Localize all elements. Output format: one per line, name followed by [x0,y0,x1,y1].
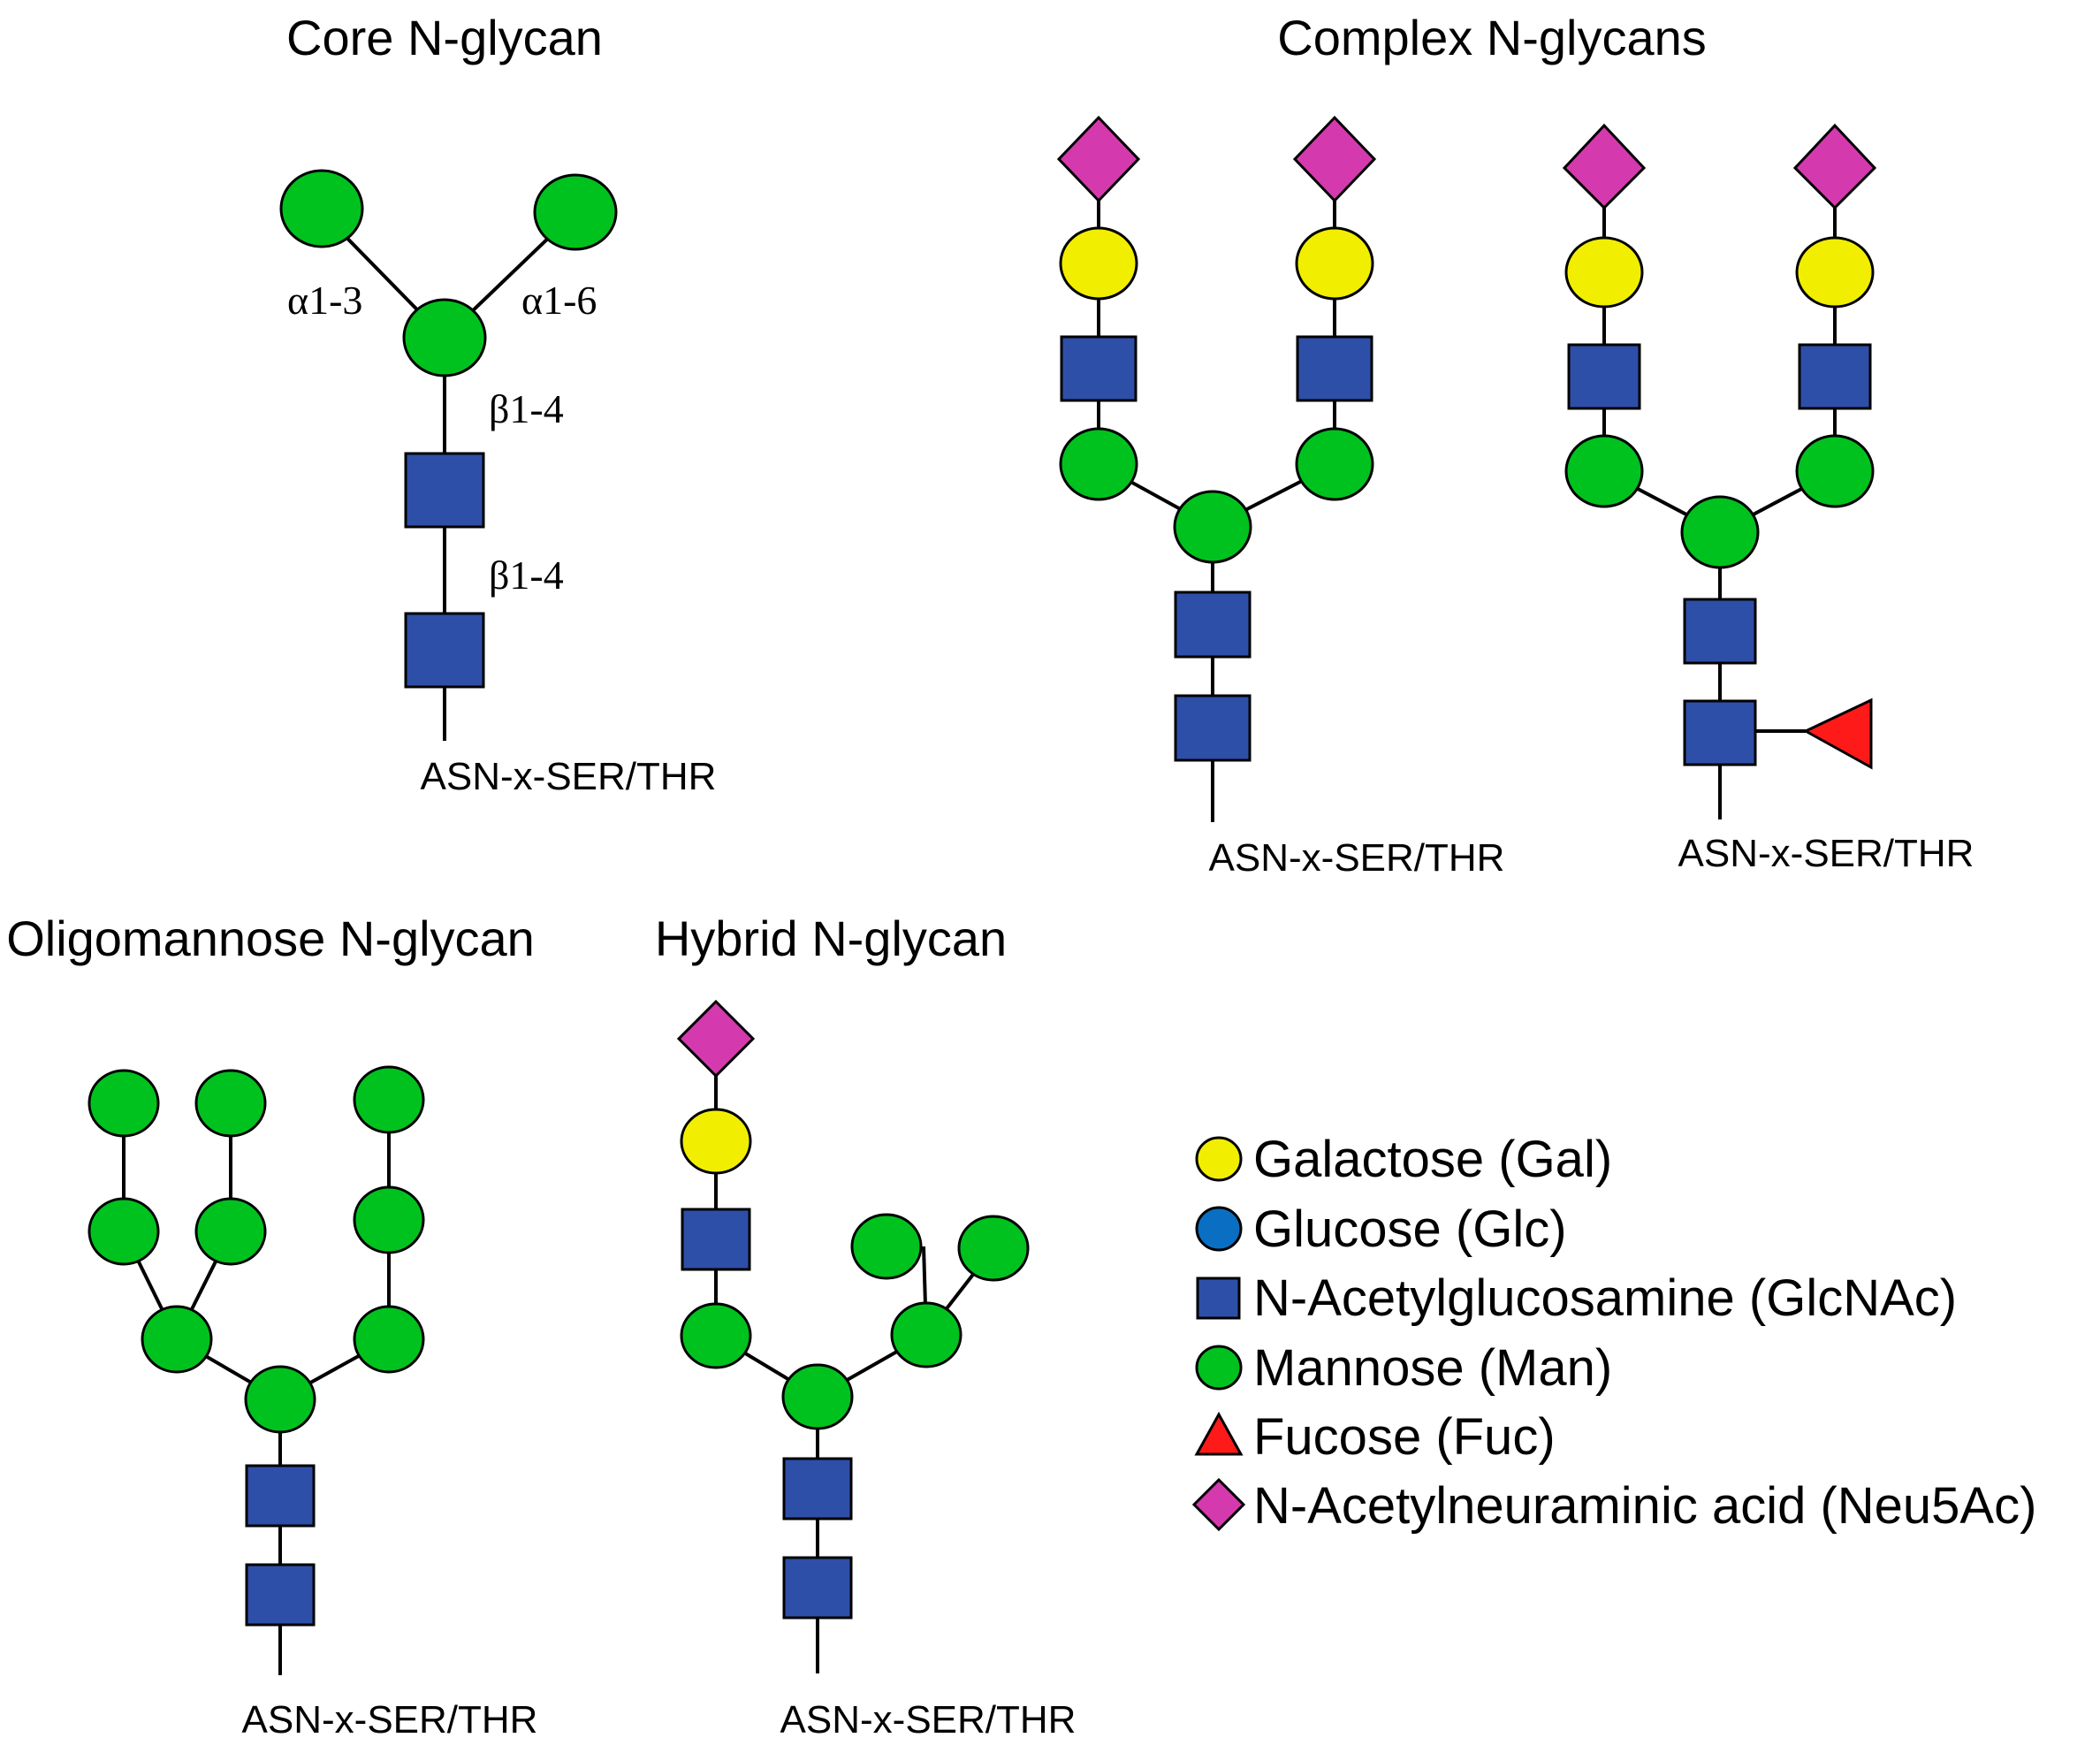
neu5ac-icon [1292,115,1377,203]
green-circle-icon [1195,1345,1243,1391]
oligomannose-title: Oligomannose N-glycan [6,911,535,966]
glcnac-icon [404,452,485,529]
mannose-icon [244,1365,316,1434]
glcnac-icon [1174,591,1252,659]
mannose-icon [533,173,618,251]
legend-label: Mannose (Man) [1253,1339,1612,1397]
glcnac-icon [245,1464,316,1528]
galactose-icon [1295,226,1374,301]
mannose-icon [194,1197,267,1266]
site-label: ASN-x-SER/THR [242,1698,538,1742]
legend-item: Fucose (Fuc) [1194,1408,1556,1466]
mannose-icon [890,1301,962,1368]
neu5ac-icon [1056,115,1141,203]
blue-square-icon [1196,1277,1241,1320]
mannose-icon [194,1069,267,1138]
mannose-icon [850,1213,923,1280]
red-triangle-icon [1194,1411,1244,1456]
neu5ac-icon [676,999,756,1078]
mannose-icon [141,1305,213,1374]
glcnac-icon [404,612,485,689]
mannose-icon [353,1305,425,1374]
mannose-icon [1059,427,1138,501]
glcnac-icon [1683,699,1757,766]
beta1-4-label: β1-4 [489,553,564,598]
glcnac-icon [681,1208,751,1271]
legend-label: Fucose (Fuc) [1253,1408,1556,1466]
legend-item: N-Acetylglucosamine (GlcNAc) [1196,1269,1957,1327]
mannose-icon [353,1185,425,1254]
mannose-icon [353,1065,425,1134]
legend-item: Mannose (Man) [1195,1339,1612,1397]
legend-item: Glucose (Glc) [1195,1200,1567,1258]
glcnac-icon [1798,343,1872,410]
mannose-icon [402,298,487,377]
mannose-icon [88,1197,160,1266]
beta1-4-label: β1-4 [489,386,564,431]
alpha1-3-label: α1-3 [287,278,362,323]
mannose-icon [1680,495,1760,569]
mannose-icon [781,1363,854,1430]
legend-item: N-Acetylneuraminic acid (Neu5Ac) [1191,1477,2036,1535]
mannose-icon [1295,427,1374,501]
complex-structure-left: ASN-x-SER/THR [1056,115,1505,880]
legend-label: Galactose (Gal) [1253,1131,1612,1188]
complex-title: Complex N-glycans [1277,10,1707,65]
glcnac-icon [1296,335,1373,402]
complex-structure-right: ASN-x-SER/THR [1562,123,1974,875]
glcnac-icon [782,1556,853,1620]
alpha1-6-label: α1-6 [521,278,597,323]
glcnac-icon [1683,598,1757,665]
yellow-circle-icon [1195,1136,1243,1182]
site-label: ASN-x-SER/THR [1209,836,1505,880]
blue-circle-icon [1195,1206,1243,1252]
legend-label: N-Acetylneuraminic acid (Neu5Ac) [1253,1477,2036,1535]
galactose-icon [1059,226,1138,301]
site-label: ASN-x-SER/THR [1678,832,1974,875]
core-n-glycan-panel: Core N-glycan α1-3 α1-6 β1-4 β1-4 ASN-x-… [279,10,717,798]
hybrid-title: Hybrid N-glycan [655,911,1007,966]
mannose-icon [957,1215,1030,1282]
galactose-icon [1564,236,1644,309]
mannose-icon [1795,434,1875,508]
legend: Galactose (Gal) Glucose (Glc) N-Acetylgl… [1191,1131,2036,1535]
glcnac-icon [245,1563,316,1627]
glcnac-icon [1567,343,1641,410]
legend-label: Glucose (Glc) [1253,1200,1567,1258]
mannose-icon [680,1302,752,1369]
mannose-icon [1173,490,1252,564]
glcnac-icon [1174,694,1252,762]
core-title: Core N-glycan [286,10,603,65]
mannose-icon [279,169,364,248]
neu5ac-icon [1792,123,1877,210]
glcnac-icon [1060,335,1138,402]
site-label: ASN-x-SER/THR [780,1698,1077,1742]
mannose-icon [1564,434,1644,508]
galactose-icon [1795,236,1875,309]
glcnac-icon [782,1457,853,1521]
complex-n-glycans-panel: Complex N-glycans ASN-x-SER/THR [1056,10,1974,880]
hybrid-n-glycan-panel: Hybrid N-glycan ASN-x-SER/THR [655,911,1077,1742]
legend-item: Galactose (Gal) [1195,1131,1612,1188]
oligomannose-n-glycan-panel: Oligomannose N-glycan ASN-x-SER/THR [6,911,537,1742]
neu5ac-icon [1562,123,1647,210]
mannose-icon [88,1069,160,1138]
magenta-diamond-icon [1191,1477,1246,1532]
legend-label: N-Acetylglucosamine (GlcNAc) [1253,1269,1957,1327]
galactose-icon [680,1108,752,1175]
fucose-icon [1802,697,1873,770]
site-label: ASN-x-SER/THR [421,755,717,798]
